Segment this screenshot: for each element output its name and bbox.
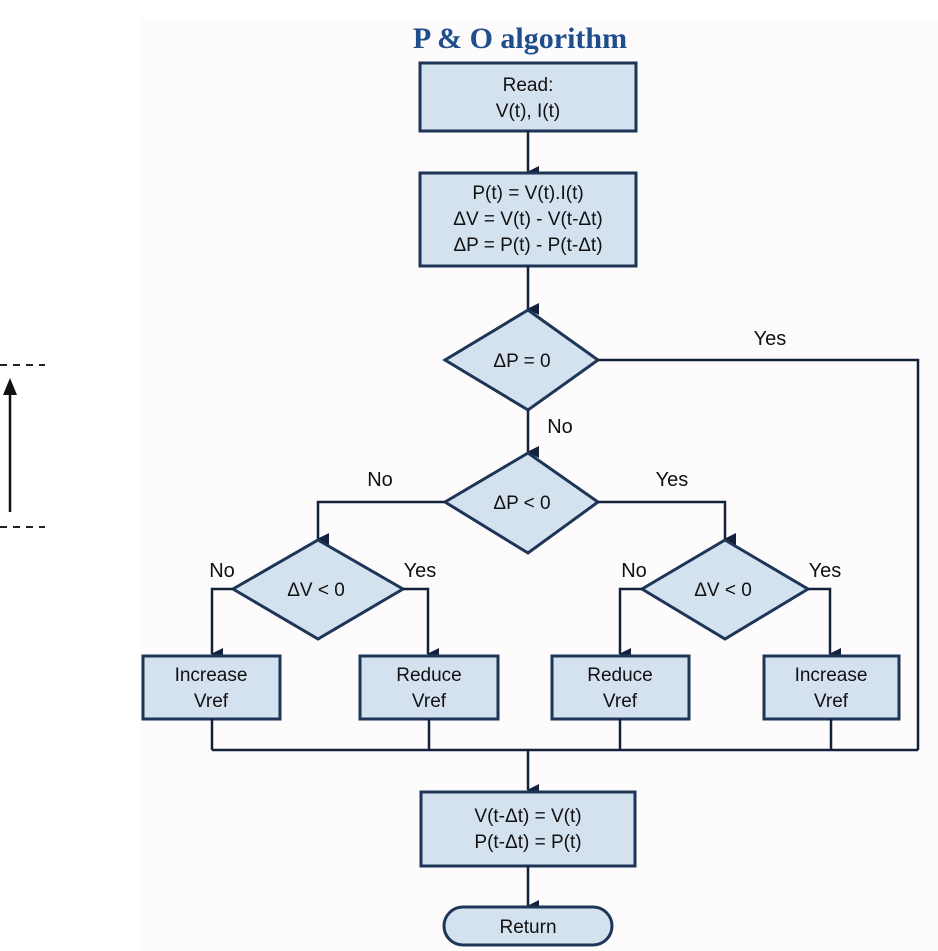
connector-dv-left-yes xyxy=(403,587,439,660)
read-box xyxy=(418,61,638,133)
reduce-vref-left-box xyxy=(358,654,500,721)
decision-dp-negative-text: ΔP < 0 xyxy=(493,493,550,514)
label-dv-left-yes: Yes xyxy=(404,560,437,582)
decision-dv-negative-right-text: ΔV < 0 xyxy=(694,580,752,601)
label-dv-right-yes: Yes xyxy=(809,560,842,582)
label-dv-right-no: No xyxy=(621,560,647,582)
label-dp-zero-yes: Yes xyxy=(754,328,787,350)
reduce-vref-right-box xyxy=(550,654,691,721)
compute-box-line-3: ΔP = P(t) - P(t-Δt) xyxy=(453,235,602,256)
increase-vref-left-line-1: Increase xyxy=(175,665,248,686)
compute-box-line-2: ΔV = V(t) - V(t-Δt) xyxy=(453,209,602,230)
return-terminator xyxy=(442,905,614,947)
reduce-vref-left-line-1: Reduce xyxy=(396,665,462,686)
connector-dp-negative-yes xyxy=(598,500,736,545)
increase-vref-right-line-1: Increase xyxy=(795,665,868,686)
update-box-line-1: V(t-Δt) = V(t) xyxy=(474,806,581,827)
decision-dp-negative xyxy=(442,451,601,555)
connector-dv-right-no xyxy=(618,587,642,660)
reduce-vref-right-line-2: Vref xyxy=(603,691,638,712)
decision-dv-negative-left xyxy=(230,538,406,641)
increase-vref-right-box xyxy=(762,654,901,721)
read-box-line-2: V(t), I(t) xyxy=(496,101,560,122)
up-arrow-icon xyxy=(3,378,17,395)
increase-vref-right-line-2: Vref xyxy=(814,691,849,712)
label-dp-zero-no: No xyxy=(547,416,573,438)
return-text: Return xyxy=(499,917,556,938)
decision-dv-negative-right xyxy=(639,538,811,641)
reduce-vref-right-line-1: Reduce xyxy=(587,665,653,686)
decision-dv-negative-left-text: ΔV < 0 xyxy=(287,580,345,601)
increase-vref-left-line-2: Vref xyxy=(194,691,229,712)
update-box-line-2: P(t-Δt) = P(t) xyxy=(474,832,581,853)
connector-dp-negative-no xyxy=(316,500,445,545)
reduce-vref-left-line-2: Vref xyxy=(412,691,447,712)
read-box-line-1: Read: xyxy=(503,75,554,96)
connector-dv-left-no xyxy=(210,587,233,660)
label-dp-negative-no: No xyxy=(367,469,393,491)
connector-dv-right-yes xyxy=(808,587,841,660)
label-dp-negative-yes: Yes xyxy=(656,469,689,491)
compute-box-line-1: P(t) = V(t).I(t) xyxy=(472,183,583,204)
diagram-title: P & O algorithm xyxy=(413,22,627,55)
connector-dp-zero-yes xyxy=(598,358,920,750)
update-box xyxy=(419,790,637,868)
decision-dp-zero-text: ΔP = 0 xyxy=(493,351,550,372)
label-dv-left-no: No xyxy=(209,560,235,582)
